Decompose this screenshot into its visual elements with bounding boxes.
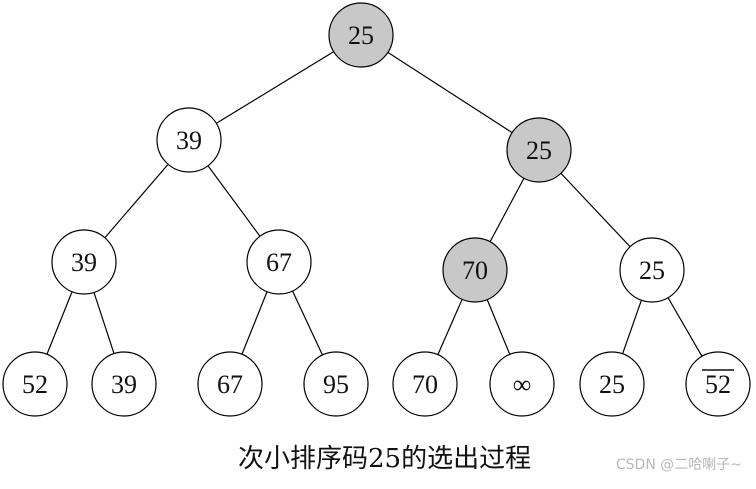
node-label: 25 — [348, 21, 374, 50]
node-circle — [442, 237, 508, 303]
node-circle — [506, 117, 572, 183]
node-circle — [156, 107, 222, 173]
node-label: 95 — [323, 370, 349, 399]
node-label: 70 — [412, 370, 438, 399]
tree-node: 67 — [197, 351, 263, 417]
node-circle — [685, 351, 751, 417]
tree-node: 70 — [392, 351, 458, 417]
node-circle — [51, 229, 117, 295]
tree-node: 25 — [506, 117, 572, 183]
node-circle — [197, 351, 263, 417]
node-circle — [392, 351, 458, 417]
node-label: 25 — [639, 256, 665, 285]
node-label: 39 — [111, 370, 137, 399]
tree-node: 67 — [246, 229, 312, 295]
tree-edges — [34, 34, 719, 385]
node-circle — [489, 351, 555, 417]
tree-node: 39 — [91, 351, 157, 417]
tree-node: 39 — [51, 229, 117, 295]
node-circle — [619, 237, 685, 303]
tree-edge — [188, 34, 362, 141]
node-label: 67 — [266, 248, 292, 277]
node-circle — [328, 2, 394, 68]
node-circle — [303, 351, 369, 417]
node-label: 25 — [599, 370, 625, 399]
node-circle — [246, 229, 312, 295]
node-label: 39 — [176, 126, 202, 155]
tree-edge — [360, 34, 540, 151]
node-circle — [579, 351, 645, 417]
tree-node: 25 — [579, 351, 645, 417]
tree-node: 95 — [303, 351, 369, 417]
tree-node: 52 — [685, 351, 751, 417]
watermark: CSDN @二哈喇子~ — [615, 457, 742, 473]
node-label: 67 — [217, 370, 243, 399]
tree-node: ∞ — [489, 351, 555, 417]
node-label: 52 — [705, 370, 731, 399]
node-circle — [91, 351, 157, 417]
node-label: 25 — [526, 136, 552, 165]
node-label: 70 — [462, 256, 488, 285]
tree-node: 25 — [619, 237, 685, 303]
diagram-caption: 次小排序码25的选出过程 — [238, 444, 532, 474]
node-circle — [2, 351, 68, 417]
node-label: 39 — [71, 248, 97, 277]
node-label: ∞ — [513, 370, 532, 399]
tree-node: 70 — [442, 237, 508, 303]
node-label: 52 — [22, 370, 48, 399]
tree-node: 25 — [328, 2, 394, 68]
tree-node: 39 — [156, 107, 222, 173]
tree-nodes: 25 39 25 39 67 70 25 52 39 67 95 70 ∞ 25 52 — [2, 2, 751, 417]
tree-node: 52 — [2, 351, 68, 417]
